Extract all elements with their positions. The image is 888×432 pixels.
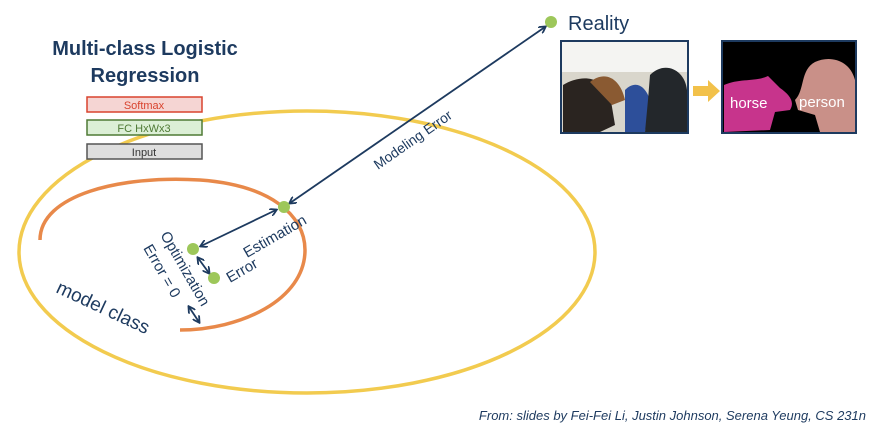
layer-input: Input — [86, 143, 203, 160]
title-line2: Regression — [91, 65, 200, 87]
estimation-error-label: Error — [224, 255, 261, 286]
inner-arrow — [198, 258, 209, 273]
estimation-label: Estimation — [241, 212, 310, 262]
credit-text: From: slides by Fei-Fei Li, Justin Johns… — [479, 408, 866, 423]
layer-fc: FC HxWx3 — [86, 119, 203, 136]
arrow-right-icon — [693, 80, 720, 102]
person-label: person — [799, 94, 845, 111]
estimated-point — [187, 243, 199, 255]
best-in-class-point — [278, 201, 290, 213]
model-class-arc — [38, 177, 307, 332]
segmentation-map: horse person — [721, 40, 857, 134]
optimization-error-arrow — [189, 307, 199, 322]
reality-photo — [560, 40, 689, 134]
layer-softmax: Softmax — [86, 96, 203, 113]
reality-point — [545, 16, 557, 28]
modeling-error-arrow — [290, 27, 545, 203]
optimized-point — [208, 272, 220, 284]
reality-label: Reality — [568, 13, 629, 35]
svg-text:FC HxWx3: FC HxWx3 — [117, 123, 170, 135]
estimation-error-arrow — [201, 210, 276, 246]
svg-text:Softmax: Softmax — [124, 100, 165, 112]
title-line1: Multi-class Logistic — [52, 38, 238, 60]
svg-text:Input: Input — [132, 147, 156, 159]
horse-label: horse — [730, 95, 768, 112]
